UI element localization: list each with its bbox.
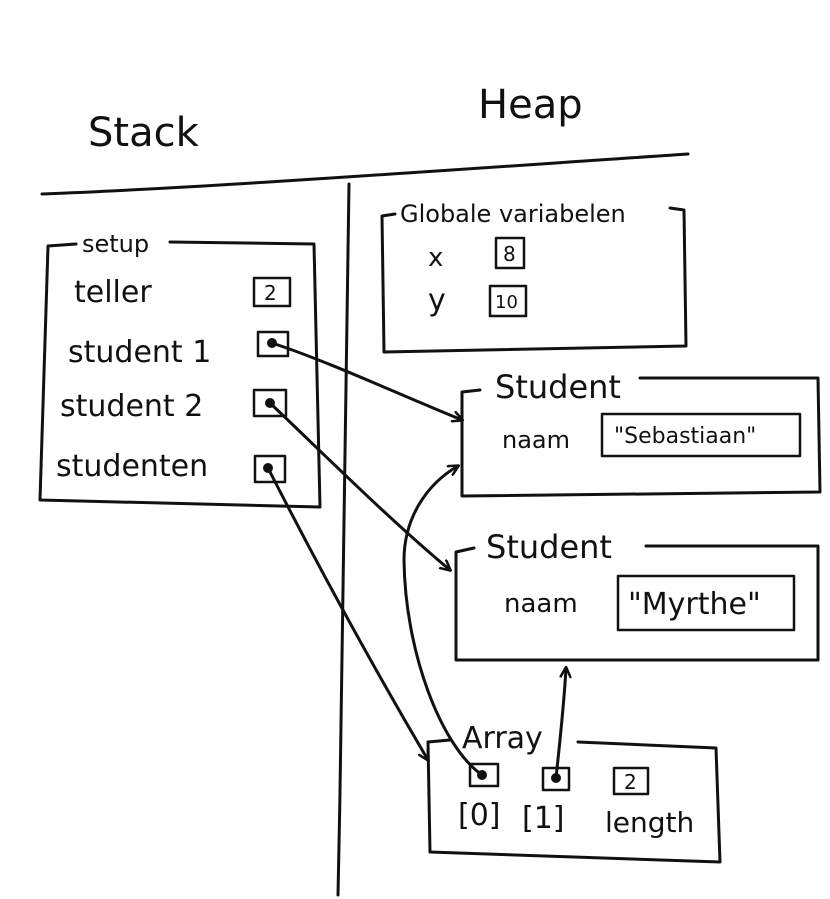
var-name-teller: teller xyxy=(74,275,152,310)
student2-label: Student xyxy=(486,528,612,566)
arrow-array0-to-sebastiaan xyxy=(402,466,484,777)
student1-label: Student xyxy=(495,368,621,406)
var-value-teller: 2 xyxy=(264,281,277,305)
global-value-x: 8 xyxy=(503,242,516,266)
heap-array: Array 2 [0] [1] length xyxy=(426,721,722,864)
stack-frame-setup: setup teller 2 student 1 student 2 stude… xyxy=(38,230,322,509)
array-border xyxy=(426,738,722,864)
global-name-x: x xyxy=(428,243,443,273)
array-index-length: length xyxy=(605,806,694,839)
arrow-studenten-to-array xyxy=(266,466,428,760)
globals-label: Globale variabelen xyxy=(400,200,626,228)
heap-student-myrthe: Student naam "Myrthe" xyxy=(454,528,820,662)
array-index-1: [1] xyxy=(522,801,565,836)
header-divider xyxy=(40,152,690,196)
student2-value: "Myrthe" xyxy=(628,587,761,622)
var-value-box-teller xyxy=(252,276,292,308)
stack-title: Stack xyxy=(88,110,200,156)
student1-value: "Sebastiaan" xyxy=(614,424,756,449)
stack-heap-divider xyxy=(336,182,351,897)
heap-globals: Globale variabelen x 8 y 10 xyxy=(380,200,688,354)
frame-label: setup xyxy=(82,230,149,258)
heap-student-sebastiaan: Student naam "Sebastiaan" xyxy=(460,368,822,498)
student2-border xyxy=(454,544,820,662)
student1-border xyxy=(460,376,822,498)
global-value-box-x xyxy=(494,236,526,270)
arrow-student2-to-myrthe xyxy=(268,401,450,570)
global-value-box-y xyxy=(488,284,528,318)
var-name-student2: student 2 xyxy=(60,389,203,424)
arrow-array1-to-myrthe xyxy=(554,668,566,780)
var-name-student1: student 1 xyxy=(68,335,211,370)
student1-value-box xyxy=(600,412,802,458)
frame-border xyxy=(38,240,322,509)
array-length-box xyxy=(612,766,650,796)
var-name-studenten: studenten xyxy=(56,449,208,484)
array-label: Array xyxy=(462,721,543,756)
student2-value-box xyxy=(616,574,796,632)
heap-title: Heap xyxy=(478,82,583,128)
global-value-y: 10 xyxy=(495,292,518,313)
global-name-y: y xyxy=(428,283,446,318)
array-length-value: 2 xyxy=(624,770,637,794)
globals-border xyxy=(380,206,688,354)
arrow-student1-to-sebastiaan xyxy=(270,341,462,420)
array-index-0: [0] xyxy=(458,798,501,833)
student1-field-name: naam xyxy=(502,426,570,454)
student2-field-name: naam xyxy=(504,589,578,619)
